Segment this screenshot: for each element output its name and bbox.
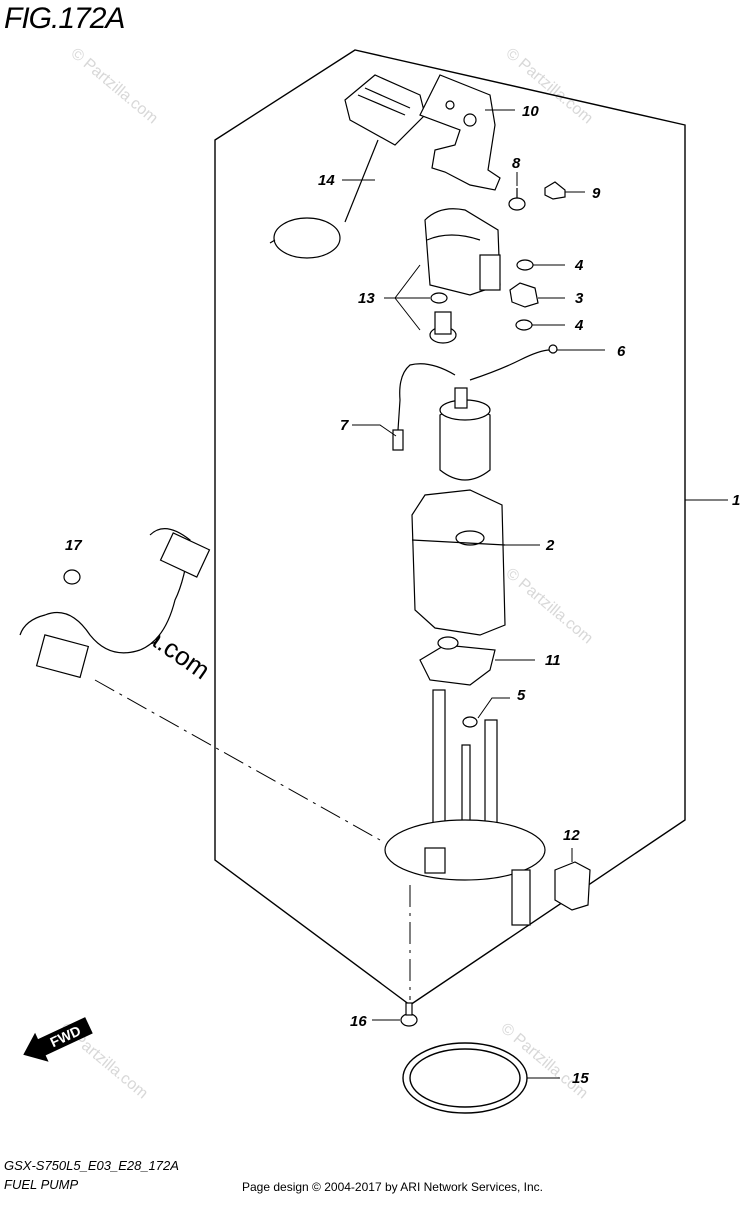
part-bracket <box>419 74 501 191</box>
callout-3: 3 <box>575 290 584 307</box>
callout-10: 10 <box>522 103 539 120</box>
assembly-frame <box>214 49 686 1006</box>
callout-7: 7 <box>340 417 349 434</box>
callouts: 1 2 3 4 4 5 6 7 8 9 10 11 12 13 14 15 16… <box>65 103 740 1087</box>
part-base-plate <box>384 689 546 926</box>
part-level-sender <box>269 74 426 259</box>
part-regulator-13 <box>429 311 457 344</box>
figure-title: FIG.172A <box>4 2 125 35</box>
callout-4-lower: 4 <box>574 317 584 334</box>
callout-12: 12 <box>563 827 580 844</box>
model-code: GSX-S750L5_E03_E28_172A <box>4 1158 179 1173</box>
part-oring-5 <box>462 716 478 728</box>
callout-5: 5 <box>517 687 526 704</box>
callout-11: 11 <box>545 652 561 669</box>
callout-6: 6 <box>617 343 626 360</box>
callout-4-upper: 4 <box>574 257 584 274</box>
callout-9: 9 <box>592 185 601 202</box>
fwd-arrow-icon <box>23 1017 93 1062</box>
callout-2: 2 <box>545 537 555 554</box>
callout-15: 15 <box>572 1070 589 1087</box>
part-fuel-pump-motor <box>439 387 491 481</box>
part-hose-17 <box>19 528 211 679</box>
part-screw-16 <box>400 1002 418 1027</box>
callout-1: 1 <box>732 492 740 509</box>
part-bolt-8 <box>508 188 526 211</box>
leader-lines <box>342 109 728 1079</box>
part-pad-12 <box>554 861 591 911</box>
part-filter-11 <box>419 636 496 686</box>
part-oring-4-lower <box>515 319 533 331</box>
part-regulator-housing <box>424 208 501 296</box>
watermark-br: © Partzilla.com <box>497 1020 591 1102</box>
callout-13: 13 <box>358 290 375 307</box>
part-wire-6 <box>469 344 558 381</box>
part-clip-9 <box>544 181 566 200</box>
part-pump-holder-2 <box>411 489 506 636</box>
part-oring-4-upper <box>516 259 534 271</box>
footer-credit: Page design © 2004-2017 by ARI Network S… <box>242 1180 544 1194</box>
part-gasket-15 <box>402 1042 528 1114</box>
section-name: FUEL PUMP <box>4 1177 79 1192</box>
part-valve-3 <box>509 282 539 308</box>
part-oring-13 <box>430 292 448 304</box>
watermark-tl: © Partzilla.com <box>67 45 161 127</box>
callout-16: 16 <box>350 1013 367 1030</box>
callout-8: 8 <box>512 155 521 172</box>
watermark-mid: © Partzilla.com <box>502 565 596 647</box>
centerlines <box>94 679 411 1000</box>
callout-17: 17 <box>65 537 82 554</box>
part-wire-7 <box>392 363 456 451</box>
callout-14: 14 <box>318 172 335 189</box>
